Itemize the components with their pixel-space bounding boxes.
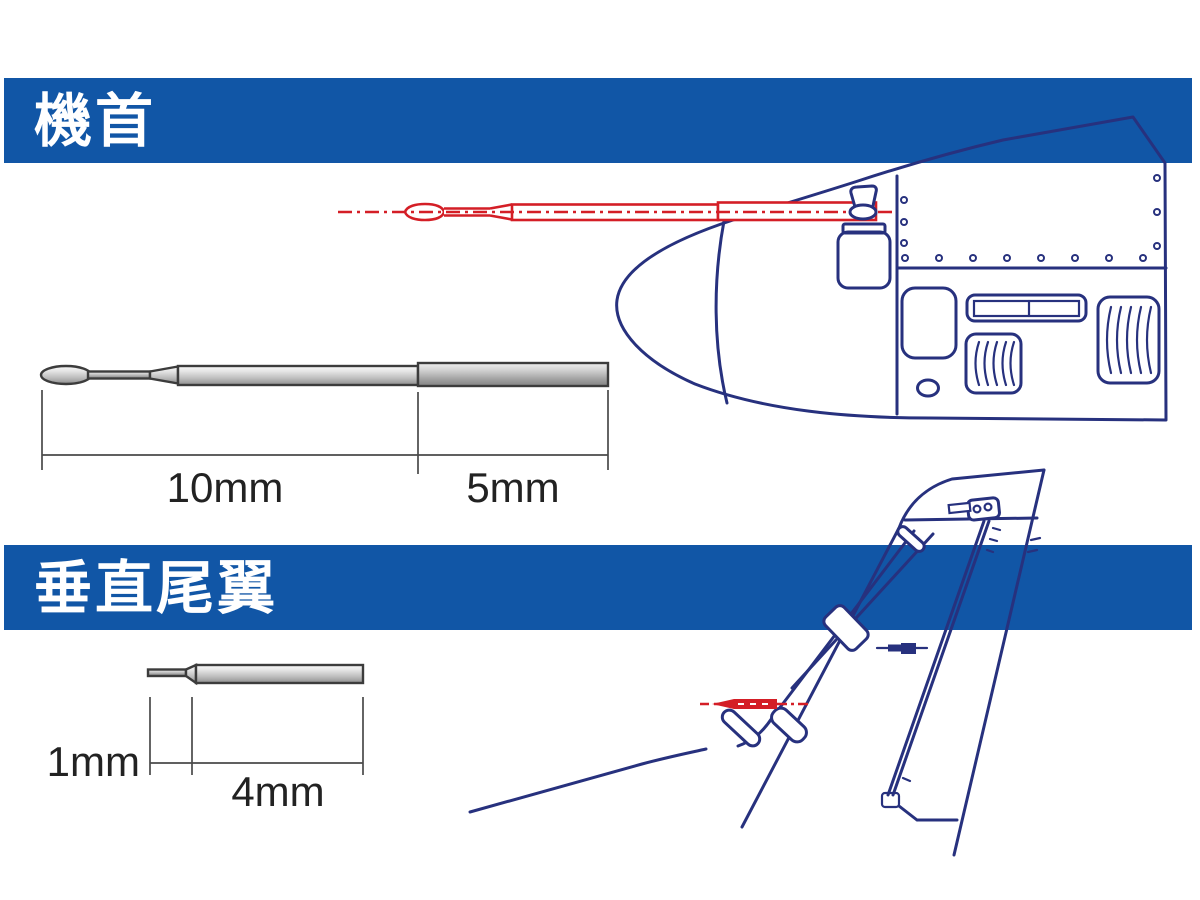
nose-pitot-red-overlay <box>338 201 897 222</box>
rudder-hinge-line <box>886 519 991 797</box>
dimension-label-10mm: 10mm <box>167 464 284 511</box>
nose-section-banner: 機首 <box>4 78 1192 163</box>
nose-outline <box>615 115 1168 422</box>
pitot-neck <box>444 203 513 221</box>
radome-joint-line <box>714 219 729 405</box>
tail-part-placement-symbol <box>875 643 929 654</box>
tail-part-rod <box>146 668 188 678</box>
rivet-row <box>900 174 1161 262</box>
nose-metal-part <box>39 361 610 388</box>
fin-tip-outline <box>897 468 1046 530</box>
rudder-bottom-detail <box>880 791 959 822</box>
tail-part-taper <box>184 663 198 686</box>
tail-part-tube <box>194 663 365 685</box>
tail-fin-drawing <box>468 468 1046 857</box>
dorsal-fairing-right <box>770 706 808 744</box>
antenna-fairing <box>836 222 892 290</box>
part-rod <box>86 370 152 380</box>
hinge-detail-marks <box>901 526 1042 783</box>
part-tip <box>39 364 93 386</box>
nose-dimensions: 10mm 5mm <box>41 390 609 511</box>
louver-vent-large <box>1096 295 1161 385</box>
leading-edge-fairing-upper <box>896 525 926 553</box>
dimension-label-5mm: 5mm <box>466 464 559 511</box>
louver-vent-small <box>964 332 1023 395</box>
dimension-label-1mm: 1mm <box>47 738 140 785</box>
part-tube <box>176 364 420 387</box>
dorsal-fairing-left <box>720 708 762 748</box>
nose-fuselage-drawing <box>615 115 1168 422</box>
tail-dimensions: 1mm 4mm <box>47 697 364 815</box>
tail-section-banner: 垂直尾翼 <box>4 545 1192 630</box>
drain-port <box>916 378 940 398</box>
tail-pitot-body <box>712 699 777 709</box>
trailing-edge <box>952 468 1046 857</box>
access-panel-square <box>900 286 958 360</box>
tail-section-title: 垂直尾翼 <box>34 556 279 621</box>
aoa-vane-symbol <box>848 184 878 221</box>
strip-detail-box <box>822 604 870 652</box>
tip-fitting-symbol <box>947 496 1001 522</box>
part-sleeve <box>416 361 610 388</box>
leading-edge-inner <box>736 529 916 748</box>
part-taper <box>148 365 180 385</box>
tail-fuselage-line <box>468 747 708 814</box>
tail-metal-part <box>146 663 365 686</box>
tail-pitot-red-overlay <box>700 699 812 709</box>
fin-panel-line <box>790 532 935 690</box>
dimension-label-4mm: 4mm <box>231 768 324 815</box>
leading-edge-outer <box>740 526 901 829</box>
nose-section-title: 機首 <box>34 89 157 154</box>
dielectric-panel <box>965 293 1088 323</box>
